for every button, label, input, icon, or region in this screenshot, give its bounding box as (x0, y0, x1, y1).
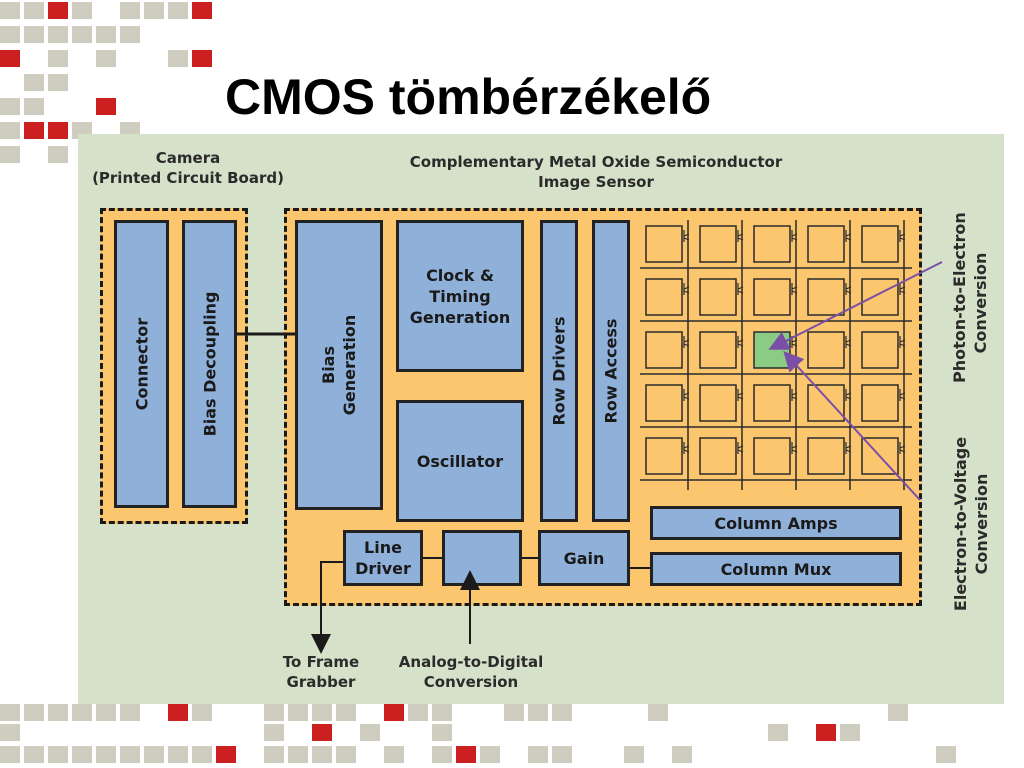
connector-block: Connector (114, 220, 169, 508)
pixel-cell (807, 331, 845, 369)
pixel-transistor (899, 230, 906, 242)
camera-label: Camera (Printed Circuit Board) (92, 149, 284, 187)
pixel-transistor (737, 442, 744, 454)
slide-title: CMOS tömbérzékelő (225, 69, 712, 125)
pixel-cell (645, 278, 683, 316)
pixel-cell (645, 331, 683, 369)
pixel-cell (699, 225, 737, 263)
pixel-cell (699, 384, 737, 422)
electron-conversion-label: Electron-to-Voltage Conversion (951, 436, 991, 612)
adc-label: Analog-to-Digital Conversion (398, 653, 544, 691)
row-access-block: Row Access (592, 220, 630, 522)
gain-block: Gain (538, 530, 630, 586)
pixel-cell (861, 384, 899, 422)
pixel-transistor (845, 389, 852, 401)
pixel-transistor (683, 230, 690, 242)
pixel-transistor (683, 336, 690, 348)
pixel-cell (807, 278, 845, 316)
pixel-transistor (737, 230, 744, 242)
electron-arrow (783, 351, 921, 501)
pixel-transistor (791, 230, 798, 242)
pixel-cell (753, 225, 791, 263)
frame-grabber-label: To Frame Grabber (282, 653, 360, 691)
sensor-label: Complementary Metal Oxide Semiconductor … (409, 153, 783, 191)
pixel-cell (861, 225, 899, 263)
pixel-transistor (899, 283, 906, 295)
photon-conversion-label: Photon-to-Electron Conversion (950, 212, 990, 383)
diagram-panel: Camera (Printed Circuit Board) Complemen… (78, 134, 1004, 704)
pixel-transistor (683, 283, 690, 295)
pixel-transistor (845, 336, 852, 348)
pixel-cell (645, 384, 683, 422)
pixel-cell (753, 437, 791, 475)
adc-block (442, 530, 522, 586)
pixel-transistor (737, 389, 744, 401)
pixel-transistor (845, 230, 852, 242)
pixel-cell (645, 437, 683, 475)
pixel-transistor (791, 283, 798, 295)
pixel-cell (807, 384, 845, 422)
pixel-transistor (845, 283, 852, 295)
pixel-transistor (737, 283, 744, 295)
oscillator-block: Oscillator (396, 400, 524, 522)
pixel-transistor (683, 442, 690, 454)
pixel-cell (861, 278, 899, 316)
pixel-cell (753, 384, 791, 422)
column-amps-block: Column Amps (650, 506, 902, 540)
pixel-transistor (791, 442, 798, 454)
pixel-array (640, 220, 912, 490)
photon-arrow (768, 261, 943, 350)
pixel-cell (861, 331, 899, 369)
row-drivers-block: Row Drivers (540, 220, 578, 522)
pixel-transistor (899, 336, 906, 348)
pixel-transistor (737, 336, 744, 348)
pixel-transistor (845, 442, 852, 454)
pixel-cell (645, 225, 683, 263)
bias-decoupling-block: Bias Decoupling (182, 220, 237, 508)
pixel-cell (699, 437, 737, 475)
pixel-cell (807, 225, 845, 263)
pixel-transistor (899, 442, 906, 454)
pixel-cell (699, 331, 737, 369)
frame-grabber-arrow (311, 561, 343, 654)
column-mux-block: Column Mux (650, 552, 902, 586)
pixel-transistor (683, 389, 690, 401)
pixel-cell (699, 278, 737, 316)
connections (237, 261, 943, 654)
pixel-transistor (791, 389, 798, 401)
pixel-cell (807, 437, 845, 475)
pixel-cell (753, 278, 791, 316)
pixel-transistor (899, 389, 906, 401)
